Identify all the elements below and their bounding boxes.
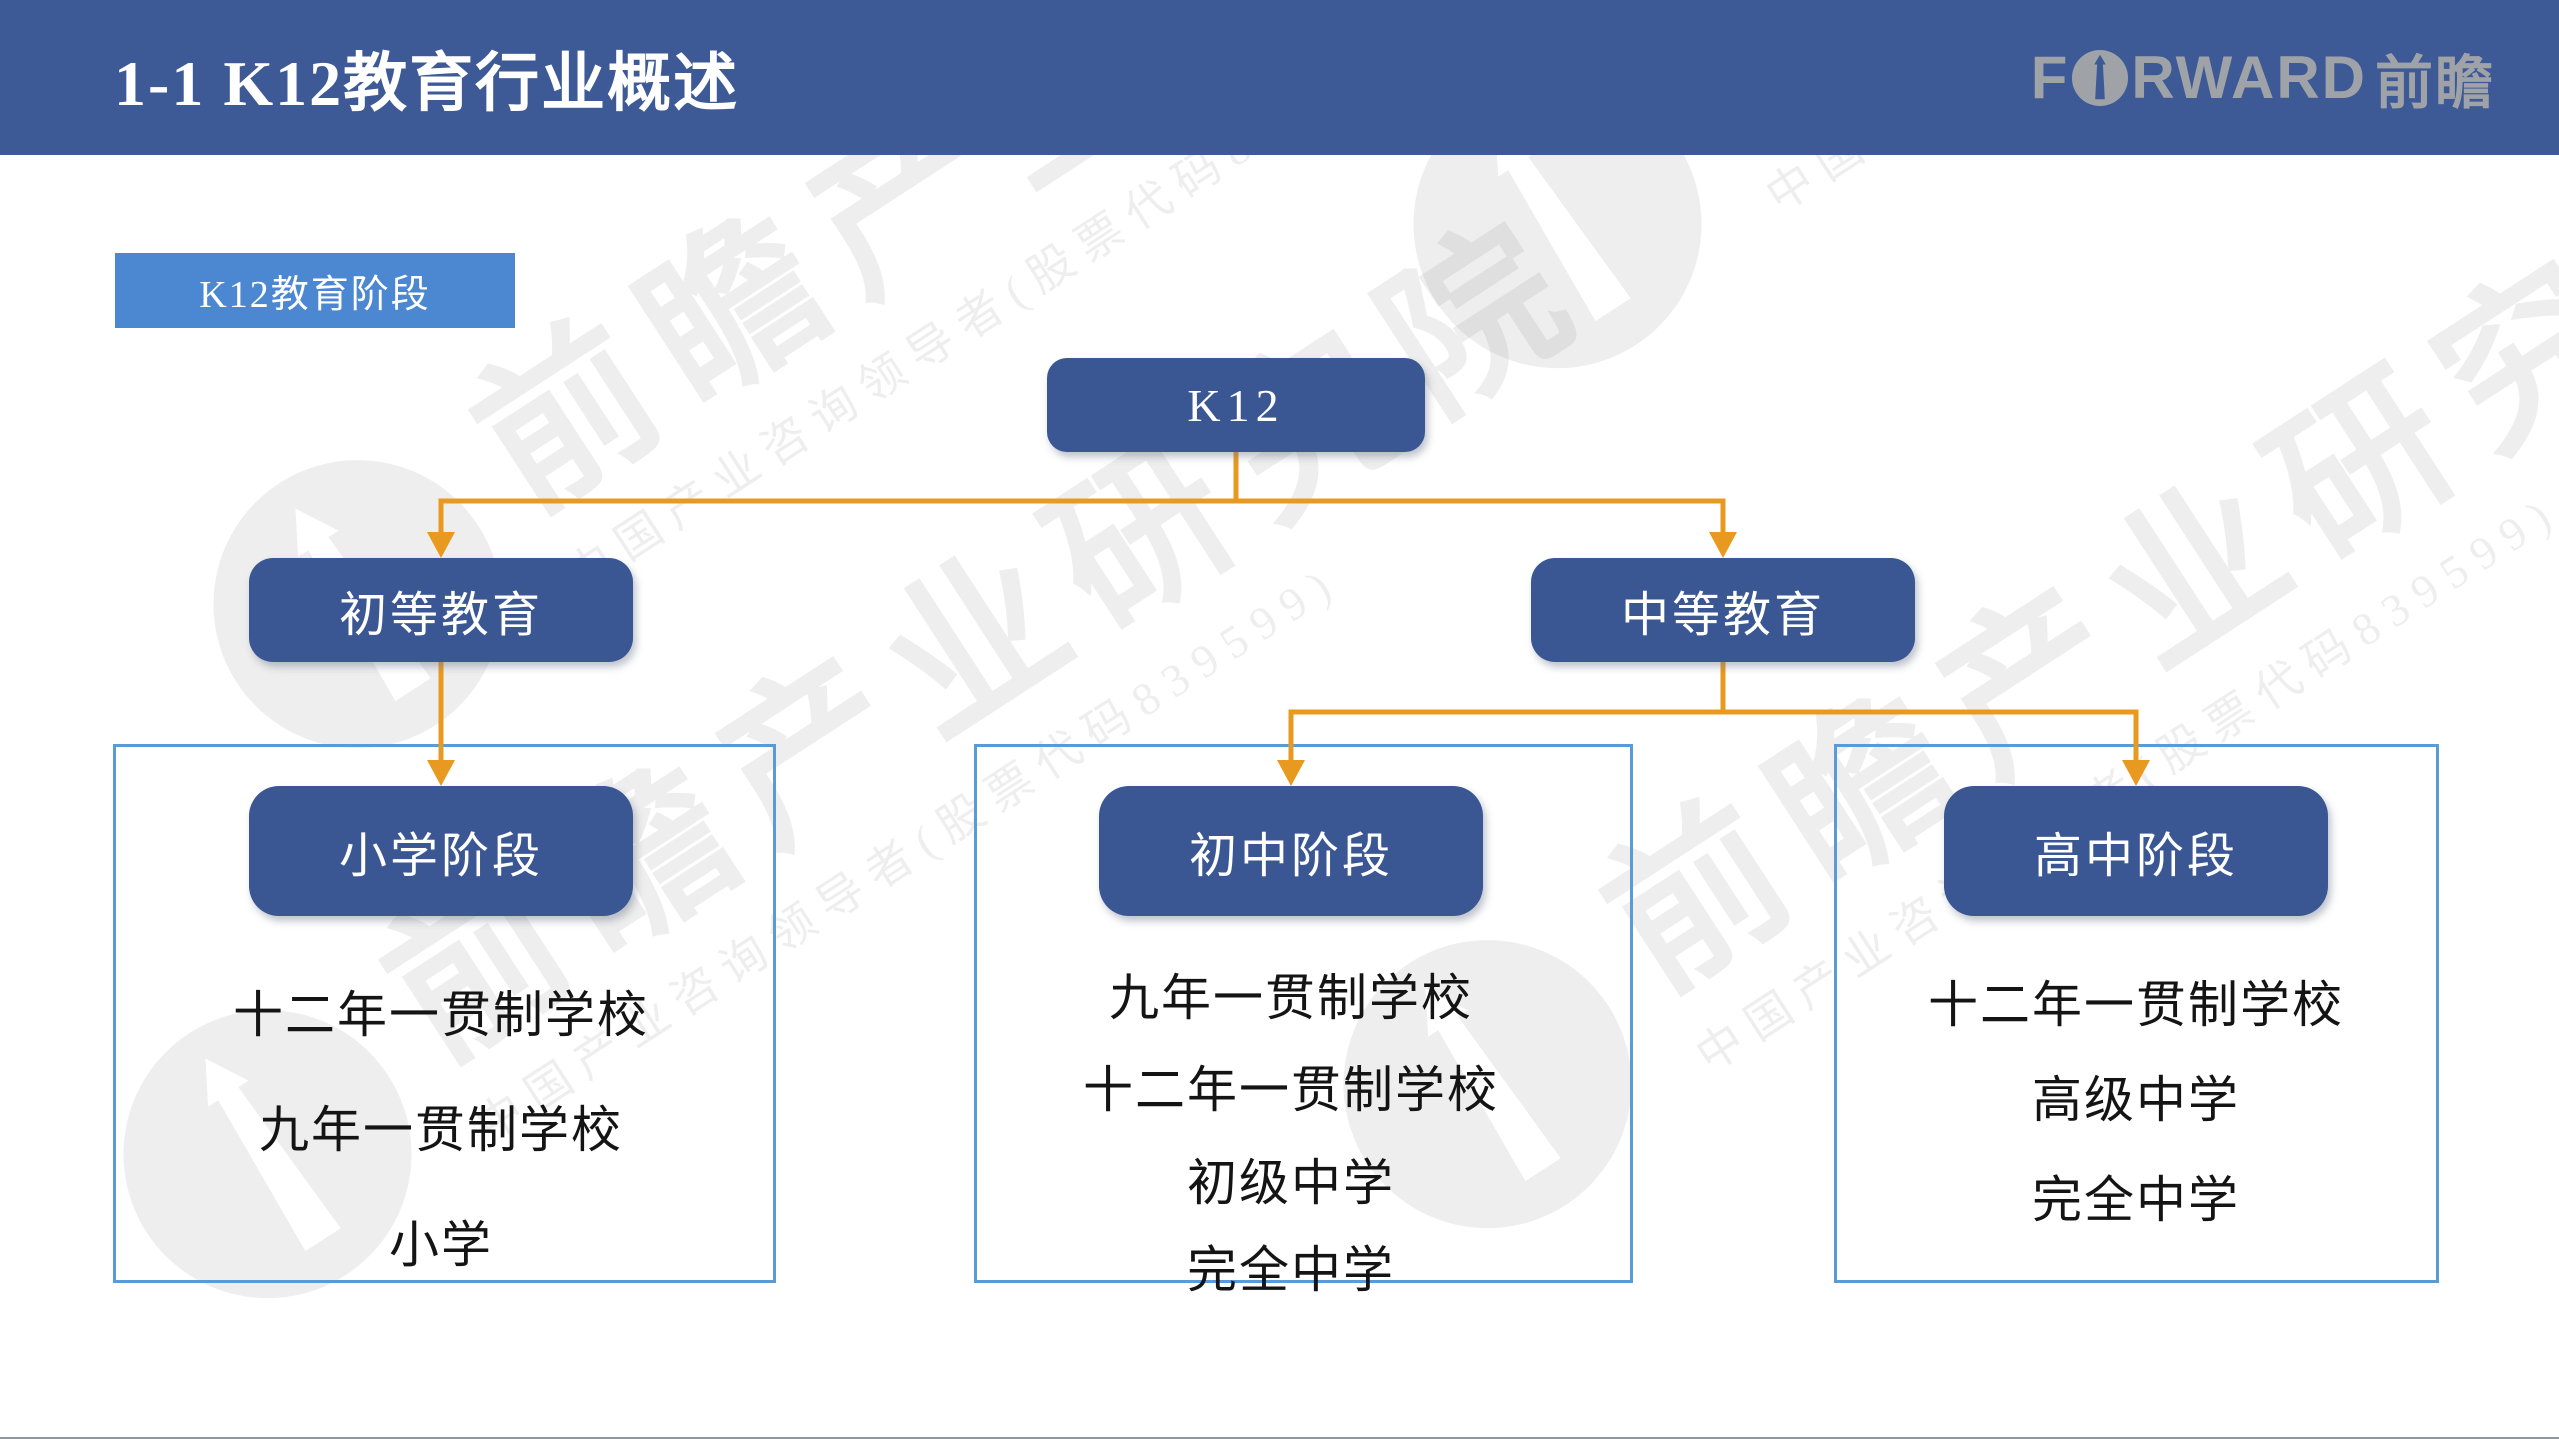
arrowhead-primary (427, 532, 455, 558)
logo-cn-text: 前瞻 (2374, 50, 2495, 116)
school-item: 十二年一贯制学校 (1928, 977, 2344, 1033)
school-item: 十二年一贯制学校 (233, 987, 649, 1043)
junior-stage-box (974, 744, 1633, 1283)
slide-bottom-edge (0, 1437, 2559, 1439)
school-item: 高级中学 (2032, 1072, 2240, 1128)
node-k12: K12 (1047, 358, 1425, 452)
section-badge: K12教育阶段 (115, 253, 515, 328)
page-title: 1-1 K12教育行业概述 (114, 47, 740, 119)
school-item: 十二年一贯制学校 (1083, 1062, 1499, 1118)
school-item: 九年一贯制学校 (259, 1102, 623, 1158)
logo-letter-f: F (2030, 44, 2070, 111)
logo-letters-rward: RWARD (2131, 44, 2367, 111)
forward-logo-tower-icon (2072, 49, 2129, 106)
primary-stage-box (113, 744, 776, 1283)
school-item: 完全中学 (2032, 1172, 2240, 1228)
node-secondary-education: 中等教育 (1531, 558, 1915, 662)
school-item: 小学 (389, 1217, 493, 1273)
node-primary-education: 初等教育 (249, 558, 633, 662)
node-junior-stage: 初中阶段 (1099, 786, 1483, 916)
node-primary-stage: 小学阶段 (249, 786, 633, 916)
school-item: 完全中学 (1187, 1242, 1395, 1298)
school-item: 初级中学 (1187, 1155, 1395, 1211)
school-item: 九年一贯制学校 (1109, 970, 1473, 1026)
node-senior-stage: 高中阶段 (1944, 786, 2328, 916)
arrowhead-secondary (1709, 532, 1737, 558)
